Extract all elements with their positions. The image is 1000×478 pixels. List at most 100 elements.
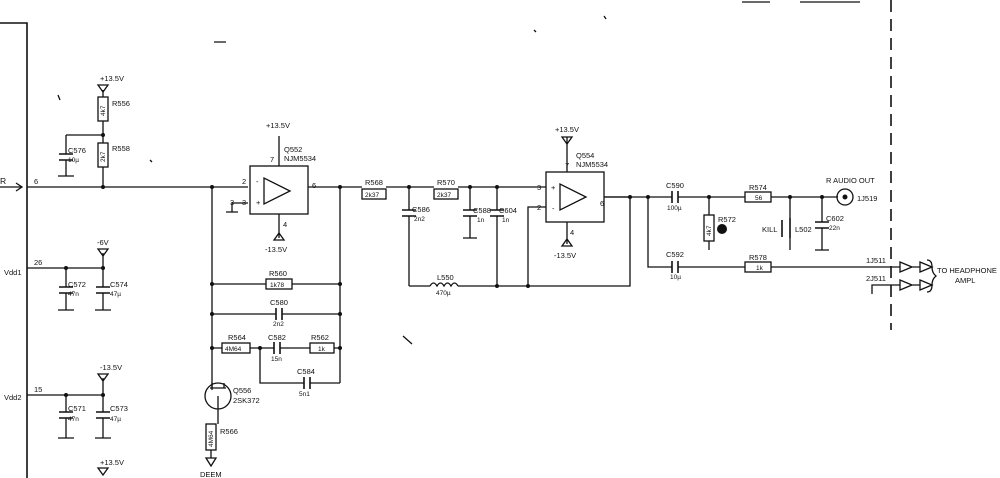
c604-value: 1n [502,217,510,224]
capacitor-c576 [59,153,73,161]
r574-value: 56 [755,195,763,202]
c576-ref: C576 [68,146,86,155]
r-audio-out-label: R AUDIO OUT [826,176,875,185]
c602-ref: C602 [826,214,844,223]
c576-value: 10µ [68,157,79,164]
q552-neg-arrow [272,231,286,241]
ampl-label: AMPL [955,276,975,285]
plus135-bottom-arrow [96,467,110,477]
r578-ref: R578 [749,253,767,262]
c590-ref: C590 [666,181,684,190]
c584-ref: C584 [297,367,315,376]
r568-ref: R568 [365,178,383,187]
q554-plus: + [551,183,556,192]
resistor-r570 [433,188,459,200]
c602-wire [815,197,829,251]
resistor-r562 [309,342,335,354]
divider-wire [58,90,104,187]
c573-value: 47µ [110,416,121,423]
capacitor-c588 [463,209,477,217]
r568-value: 2k37 [365,192,379,199]
r556-ref: R556 [112,99,130,108]
resistor-r578 [744,261,772,273]
vdd2-label: Vdd2 [4,393,22,402]
capacitor-c590 [671,191,679,203]
hp-connector-2 [871,279,934,294]
resistor-r564 [221,342,251,354]
jack-1j511-label: 1J511 [866,256,886,265]
l550-value: 470µ [436,290,451,297]
capacitor-c571 [59,411,73,419]
c572-ref: C572 [68,280,86,289]
junction [64,393,68,397]
minus6v-arrow [96,248,110,258]
c574-ref: C574 [110,280,128,289]
q552-ref: Q552 [284,145,302,154]
capacitor-c573 [96,411,110,419]
resistor-r572 [703,214,715,242]
to-headphone-label: TO HEADPHONE [937,266,997,275]
q552-gnd-pin: 3 [230,198,234,207]
r574-ref: R574 [749,183,767,192]
rail-plus135-q554: +13.5V [555,125,579,134]
r562-ref: R562 [311,333,329,342]
q552-pin4: 4 [283,220,287,229]
c588-value: 1n [477,217,485,224]
r558-value: 2k7 [100,151,107,162]
capacitor-c580 [275,308,283,320]
c586-ref: C586 [412,205,430,214]
r572-ref: R572 [718,215,736,224]
q556-part: 2SK372 [233,396,260,405]
junction [628,195,632,199]
opamp-q552-symbol [263,176,292,206]
c573-ref: C573 [110,404,128,413]
r570-ref: R570 [437,178,455,187]
junction [101,393,105,397]
capacitor-c586 [402,209,416,217]
r564-value: 4M64 [225,346,242,353]
r560-value: 1k78 [270,282,284,289]
c592-branch [647,197,880,268]
q554-pos-arrow [560,136,574,146]
hp-brace [926,259,938,293]
r560-ref: R560 [269,269,287,278]
q554-pin4: 4 [570,228,574,237]
rail-plus135-top: +13.5V [100,74,124,83]
c602-value: 22n [829,225,840,232]
q554-neg-arrow [560,237,574,247]
q554-part: NJM5534 [576,160,608,169]
r564-ref: R564 [228,333,246,342]
jack-2j511-label: 2J511 [866,274,886,283]
vdd1-pin: 26 [34,258,42,267]
capacitor-c604 [490,209,504,217]
jack-center [842,194,848,200]
capacitor-c574 [96,286,110,294]
q554-ref: Q554 [576,151,594,160]
deem-label: DEEM [200,470,222,478]
c584-value: 5n1 [299,391,310,398]
rail-minus135-left: -13.5V [100,363,122,372]
c588-wire [463,187,477,239]
left-module-border [0,22,28,478]
c604-ref: C604 [499,206,517,215]
deem-arrow [204,450,218,468]
minus135-left-arrow [96,373,110,383]
r558-ref: R558 [112,144,130,153]
c580-ref: C580 [270,298,288,307]
inductor-l550 [429,282,459,288]
q554-pin3: 3 [537,183,541,192]
c582-ref: C582 [268,333,286,342]
capacitor-c584 [303,377,311,389]
input-label-r: R [0,176,6,186]
ink-blot [717,224,727,234]
c580-value: 2n2 [273,321,284,328]
junction [495,284,499,288]
r570-value: 2k37 [437,192,451,199]
rail-plus135-q552: +13.5V [266,121,290,130]
r578-value: 1k [756,265,764,272]
c572-value: 47n [68,291,79,298]
opamp-q552-box [249,165,309,215]
r556-value: 4k7 [100,105,107,116]
q554-pin6: 6 [600,199,604,208]
